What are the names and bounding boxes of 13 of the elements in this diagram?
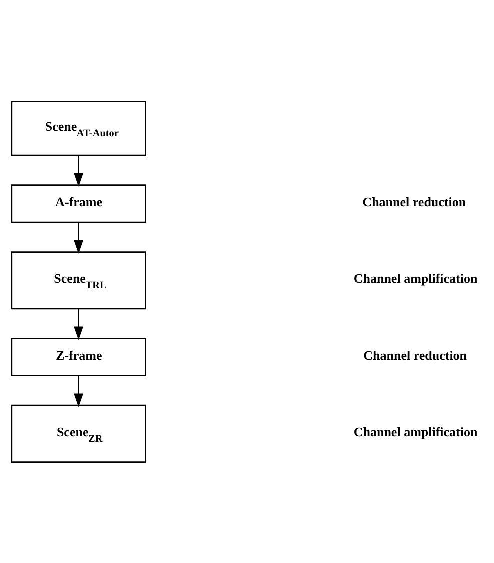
node-box: A-frame <box>11 184 146 223</box>
node-box: Scene$_{ZR}$ <box>11 404 146 462</box>
arrow <box>74 155 84 186</box>
arrow <box>74 222 84 254</box>
label: Channel reduction <box>362 194 466 209</box>
label: Channel reduction <box>364 347 468 362</box>
label: Channel amplification <box>354 270 478 286</box>
arrow <box>74 308 84 340</box>
label: Channel amplification <box>354 424 478 439</box>
node-box: Scene$_{AT-Autor}$ <box>11 100 146 156</box>
node-box: Scene$_{TRL}$ <box>11 251 146 310</box>
node-box: Z-frame <box>11 337 146 376</box>
arrow <box>74 375 84 407</box>
